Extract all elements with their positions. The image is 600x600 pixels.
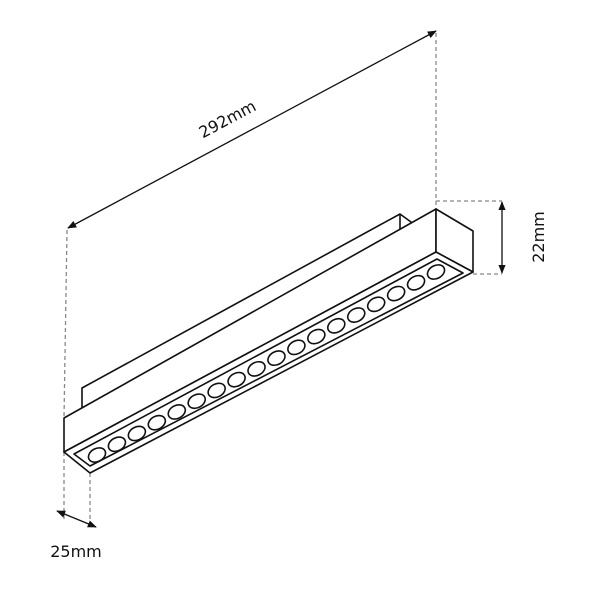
- led-lens: [307, 328, 326, 345]
- width-dimension-line: [56, 510, 97, 528]
- led-lens: [406, 274, 426, 291]
- led-lens: [107, 436, 127, 453]
- led-lens: [127, 425, 147, 442]
- led-lens: [167, 404, 187, 420]
- led-lens: [386, 285, 406, 302]
- height-label: 22mm: [529, 211, 548, 263]
- led-lens: [227, 371, 246, 388]
- led-lens: [147, 414, 167, 431]
- led-lens: [326, 317, 346, 334]
- width-label: 25mm: [50, 542, 102, 561]
- led-lens: [87, 447, 107, 463]
- lens-frame: [73, 258, 464, 467]
- light-body: [63, 208, 474, 474]
- led-lens: [267, 350, 286, 367]
- length-dimension-line: [67, 30, 437, 229]
- side-face: [63, 208, 437, 453]
- led-lens: [207, 382, 226, 399]
- led-array: [87, 264, 446, 463]
- led-lens: [247, 360, 266, 377]
- length-label: 292mm: [196, 96, 259, 142]
- led-lens: [426, 264, 446, 280]
- led-lens: [187, 393, 207, 410]
- led-lens: [346, 307, 366, 323]
- led-lens: [366, 296, 386, 313]
- led-lens: [287, 339, 306, 356]
